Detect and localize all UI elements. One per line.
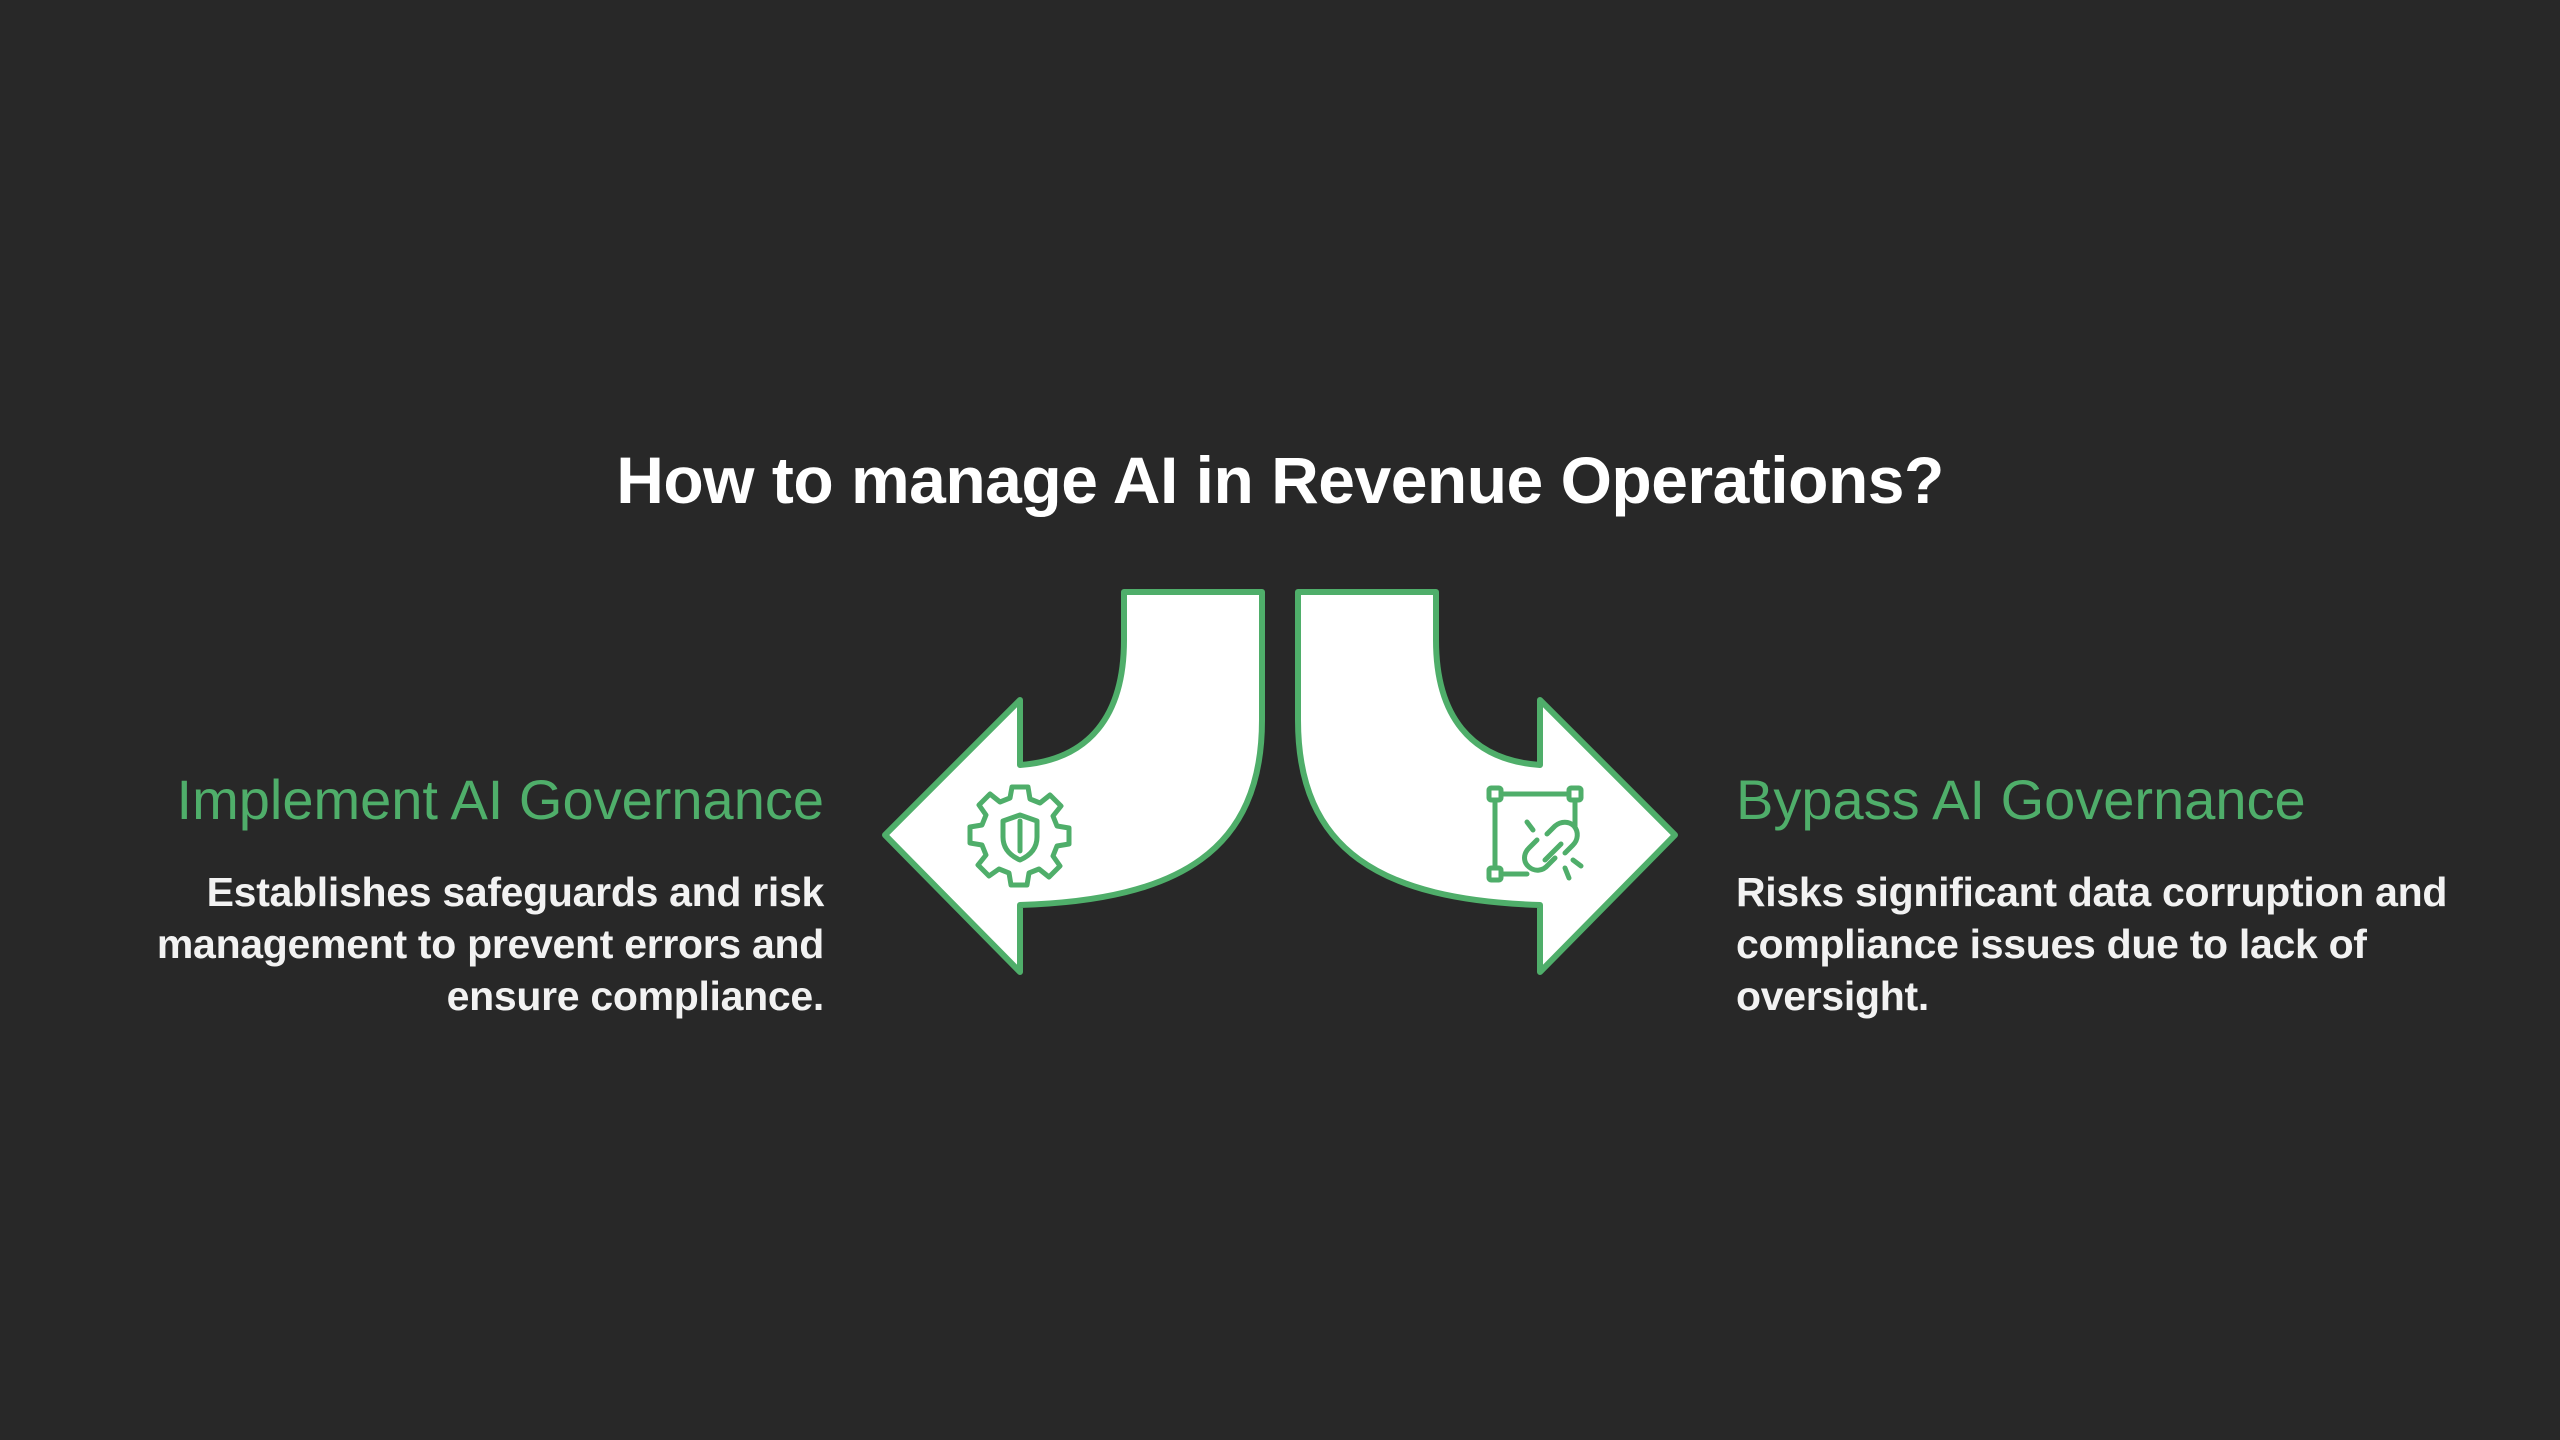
option-bypass-heading: Bypass AI Governance	[1736, 768, 2306, 831]
option-implement-description: Establishes safeguards and risk manageme…	[156, 869, 824, 1019]
option-implement-heading: Implement AI Governance	[176, 768, 824, 831]
gear-shield-icon	[967, 784, 1072, 888]
left-arrow	[882, 589, 1265, 975]
right-arrow	[1295, 589, 1678, 975]
option-bypass-description: Risks significant data corruption and co…	[1736, 869, 2448, 1019]
broken-link-frame-icon	[1486, 785, 1584, 883]
page-title: How to manage AI in Revenue Operations?	[616, 443, 1944, 517]
